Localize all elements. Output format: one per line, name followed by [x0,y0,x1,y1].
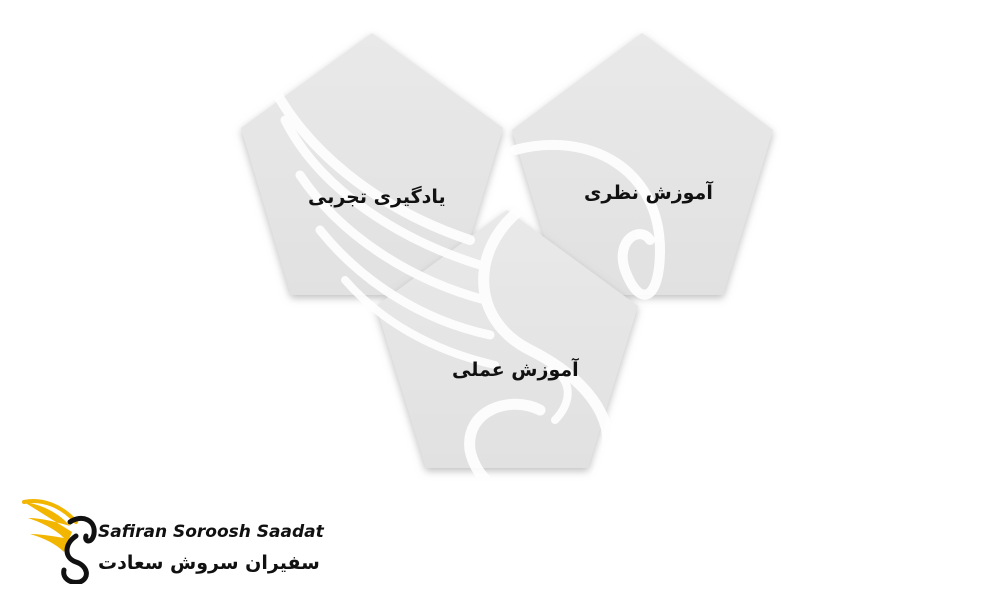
label-experiential-learning: یادگیری تجربی [308,186,446,208]
label-practical-training: آموزش عملی [452,359,579,381]
logo-name-persian: سفیران سروش سعادت [98,552,320,574]
logo-name-english: Safiran Soroosh Saadat [98,522,324,542]
company-logo: Safiran Soroosh Saadat سفیران سروش سعادت [20,492,324,584]
label-theoretical-training: آموزش نظری [584,182,713,204]
pentagon-right [512,33,773,295]
swan-wing-logo-icon [22,499,97,584]
watermark-emblem [260,65,666,509]
